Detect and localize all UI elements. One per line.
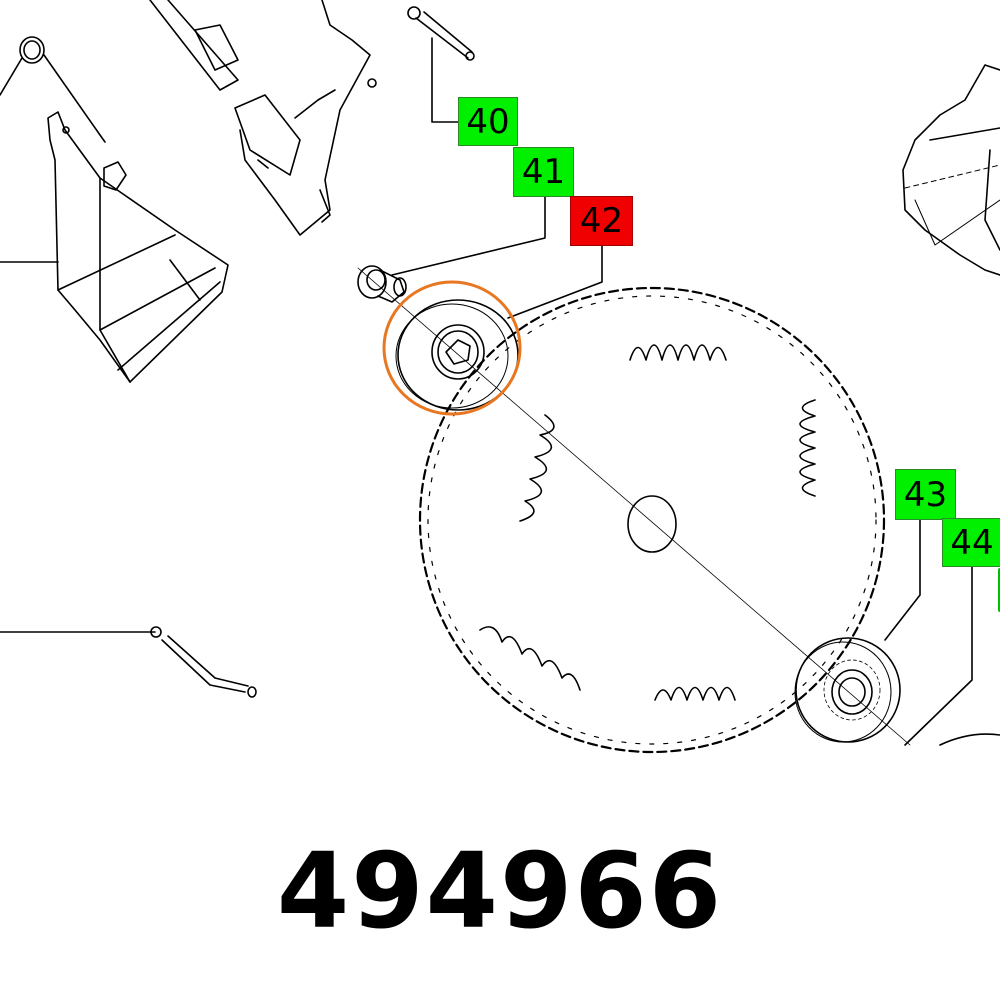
callout-40[interactable]: 40 — [458, 97, 518, 146]
screw-icon — [407, 6, 475, 61]
callout-41[interactable]: 41 — [513, 147, 574, 197]
leader-line-40 — [431, 37, 459, 123]
exploded-parts-diagram — [0, 0, 1000, 754]
cable-icon — [0, 626, 257, 698]
leader-line-41 — [391, 194, 546, 276]
rear-part-icon — [939, 733, 1000, 746]
outer-flange-icon — [395, 299, 519, 411]
shaft-bolt-icon — [357, 265, 407, 303]
callout-42-selected[interactable]: 42 — [570, 196, 633, 246]
leader-line-42 — [507, 244, 603, 319]
axis-line — [357, 267, 911, 746]
saw-blade-icon — [418, 286, 886, 754]
inner-flange-icon — [794, 637, 901, 743]
callout-43[interactable]: 43 — [895, 469, 956, 520]
callout-44[interactable]: 44 — [942, 518, 1000, 567]
bracket-icon — [149, 0, 377, 236]
motor-housing-icon — [902, 64, 1000, 276]
blade-guard-icon — [0, 111, 229, 383]
selected-part-highlight — [382, 280, 522, 416]
spring-icon — [0, 36, 106, 143]
leader-line-43 — [884, 517, 921, 641]
part-number: 494966 — [276, 830, 724, 952]
leader-line-44 — [904, 564, 973, 746]
